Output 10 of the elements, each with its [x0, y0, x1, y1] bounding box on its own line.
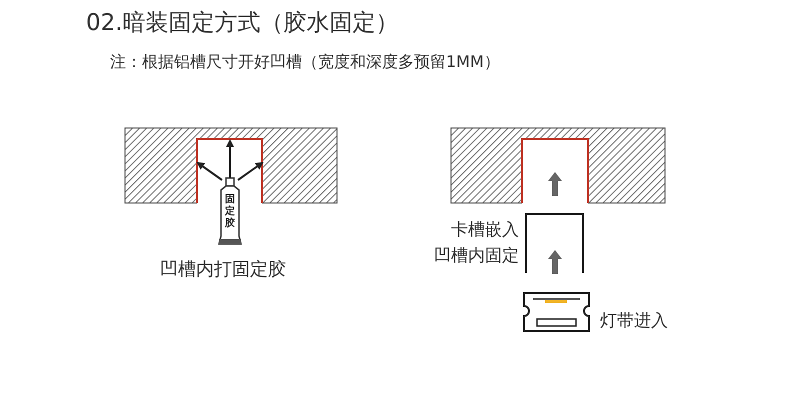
caption: 凹槽内打固定胶: [160, 258, 286, 282]
node-label: 灯带进入: [600, 310, 668, 332]
arrow: [237, 162, 264, 181]
arrow: [196, 162, 223, 181]
note: 注：根据铝槽尺寸开好凹槽（宽度和深度多预留1MM）: [110, 51, 500, 73]
node-label: 凹槽内固定: [434, 245, 519, 267]
tube-label: 固定胶: [224, 194, 236, 230]
arrow: [226, 139, 234, 178]
title: 02.暗装固定方式（胶水固定）: [86, 9, 399, 38]
node-label: 卡槽嵌入: [451, 219, 519, 241]
